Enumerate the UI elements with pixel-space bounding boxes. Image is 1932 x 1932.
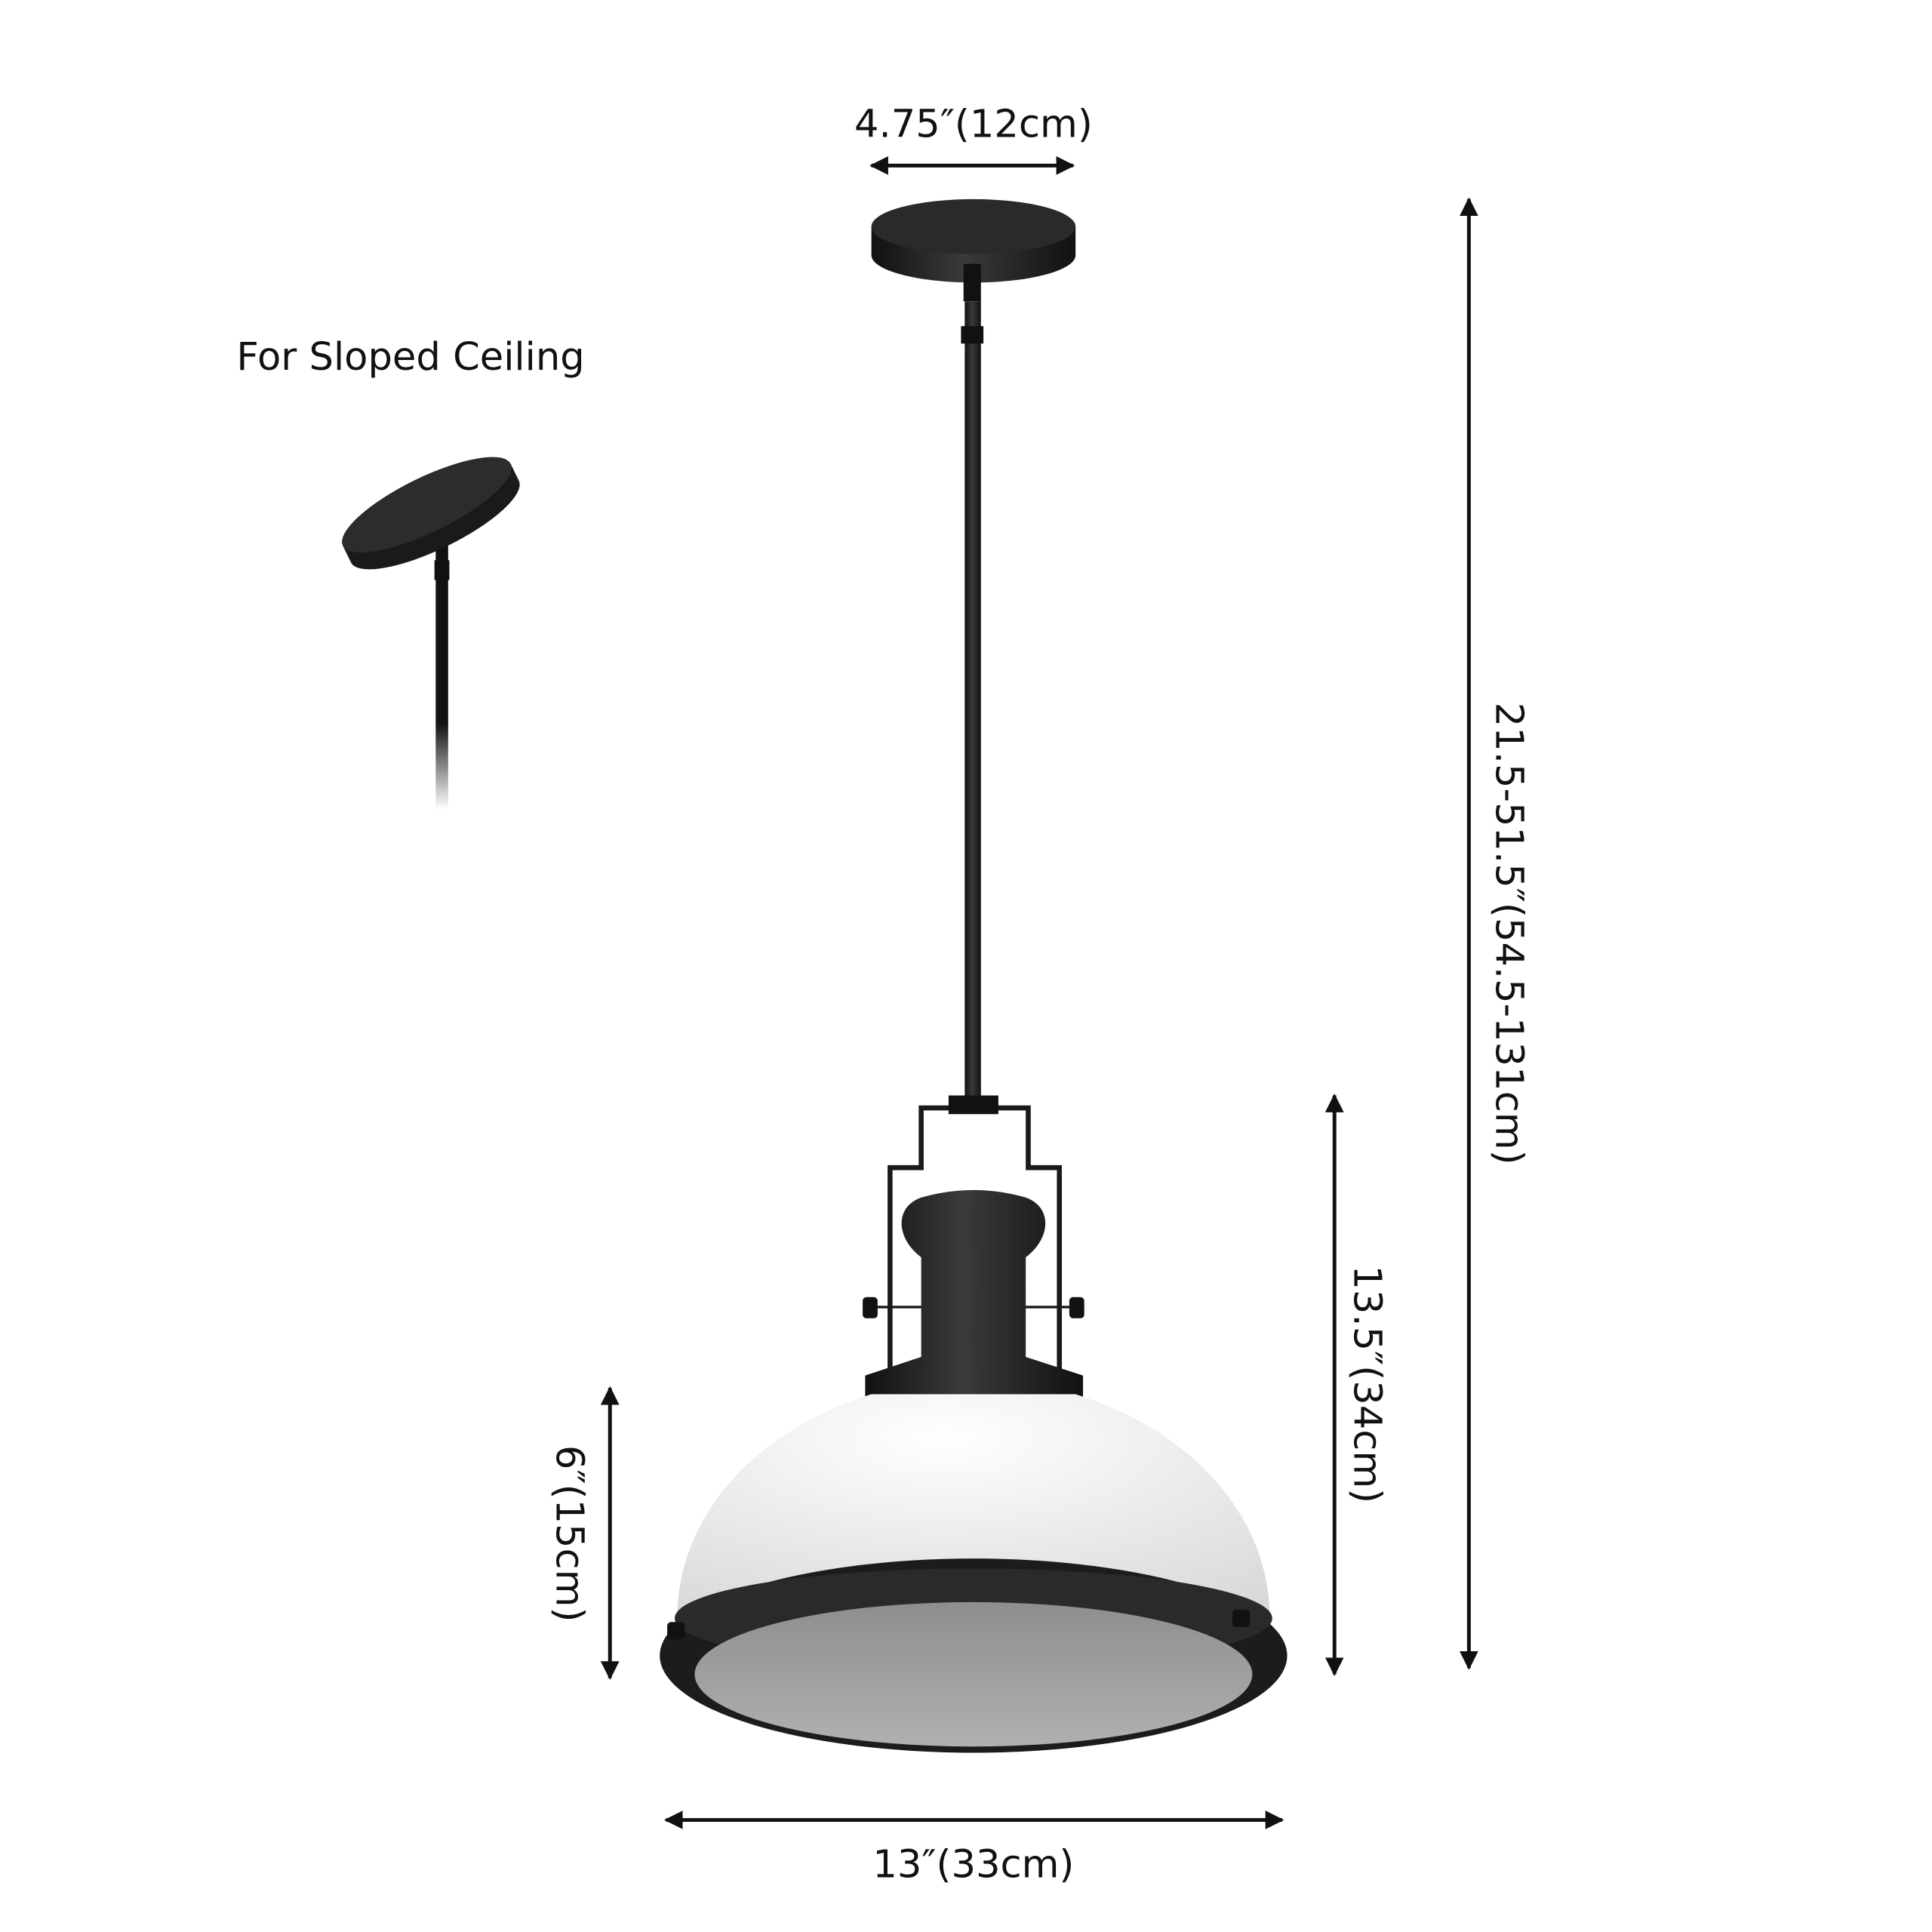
rod [964, 301, 981, 1111]
swivel-joint [963, 263, 981, 302]
shade-height-label: 6″(15cm) [546, 1445, 591, 1622]
neck [865, 1189, 1084, 1397]
shade [677, 1394, 1270, 1619]
shade-width-label: 13″(33cm) [872, 1842, 1074, 1887]
sloped-ceiling-label: For Sloped Ceiling [236, 335, 584, 380]
bracket [888, 1105, 1063, 1370]
sloped-canopy [342, 457, 520, 810]
pendant-light [660, 198, 1287, 1753]
canopy-width-label: 4.75″(12cm) [854, 102, 1093, 146]
overall-height-label: 21.5-51.5″(54.5-131cm) [1487, 703, 1531, 1165]
diffuser [694, 1601, 1253, 1747]
fixture-height-label: 13.5″(34cm) [1345, 1265, 1389, 1503]
